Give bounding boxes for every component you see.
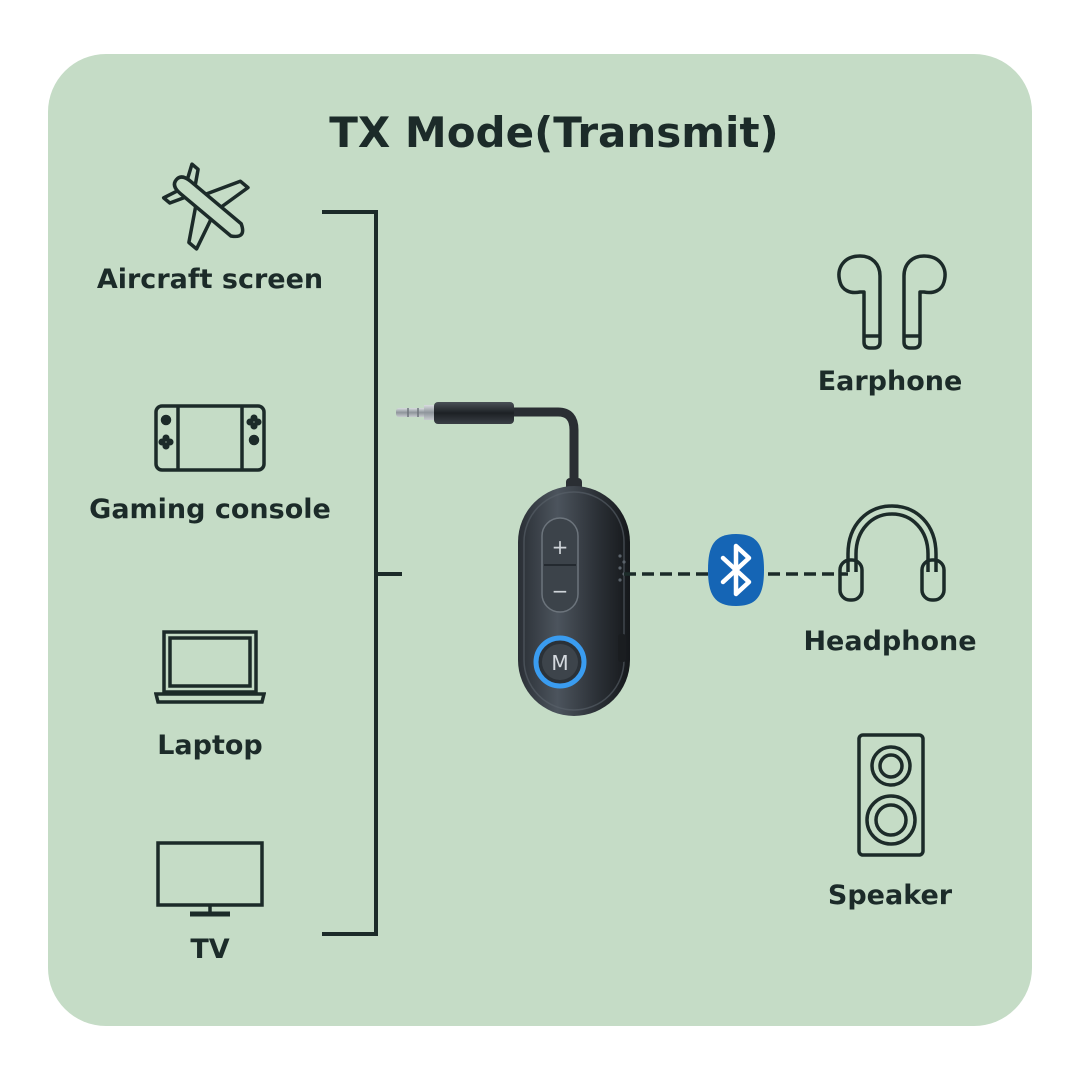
bracket-bottom [322,932,378,936]
bluetooth-transmitter-device: + − M [388,394,638,724]
volume-down-label: − [552,579,569,603]
bluetooth-icon [706,532,766,608]
source-label-aircraft-screen: Aircraft screen [96,264,324,295]
mode-button-label: M [551,651,568,675]
diagram-title: TX Mode(Transmit) [329,108,779,157]
source-label-tv: TV [190,934,230,965]
headphone-icon [836,502,948,606]
output-label-headphone: Headphone [803,626,977,657]
output-label-speaker: Speaker [827,880,953,911]
tv-icon [154,840,266,920]
earphone-icon [834,252,950,352]
source-label-gaming-console: Gaming console [89,494,331,525]
speaker-icon [856,732,926,858]
bracket-top [322,210,378,214]
source-label-laptop: Laptop [157,730,263,761]
volume-up-label: + [552,535,569,559]
laptop-icon [154,628,266,708]
output-label-earphone: Earphone [817,366,963,397]
gaming-console-icon [154,404,266,472]
airplane-icon [158,160,262,256]
bracket-tick [374,572,402,576]
